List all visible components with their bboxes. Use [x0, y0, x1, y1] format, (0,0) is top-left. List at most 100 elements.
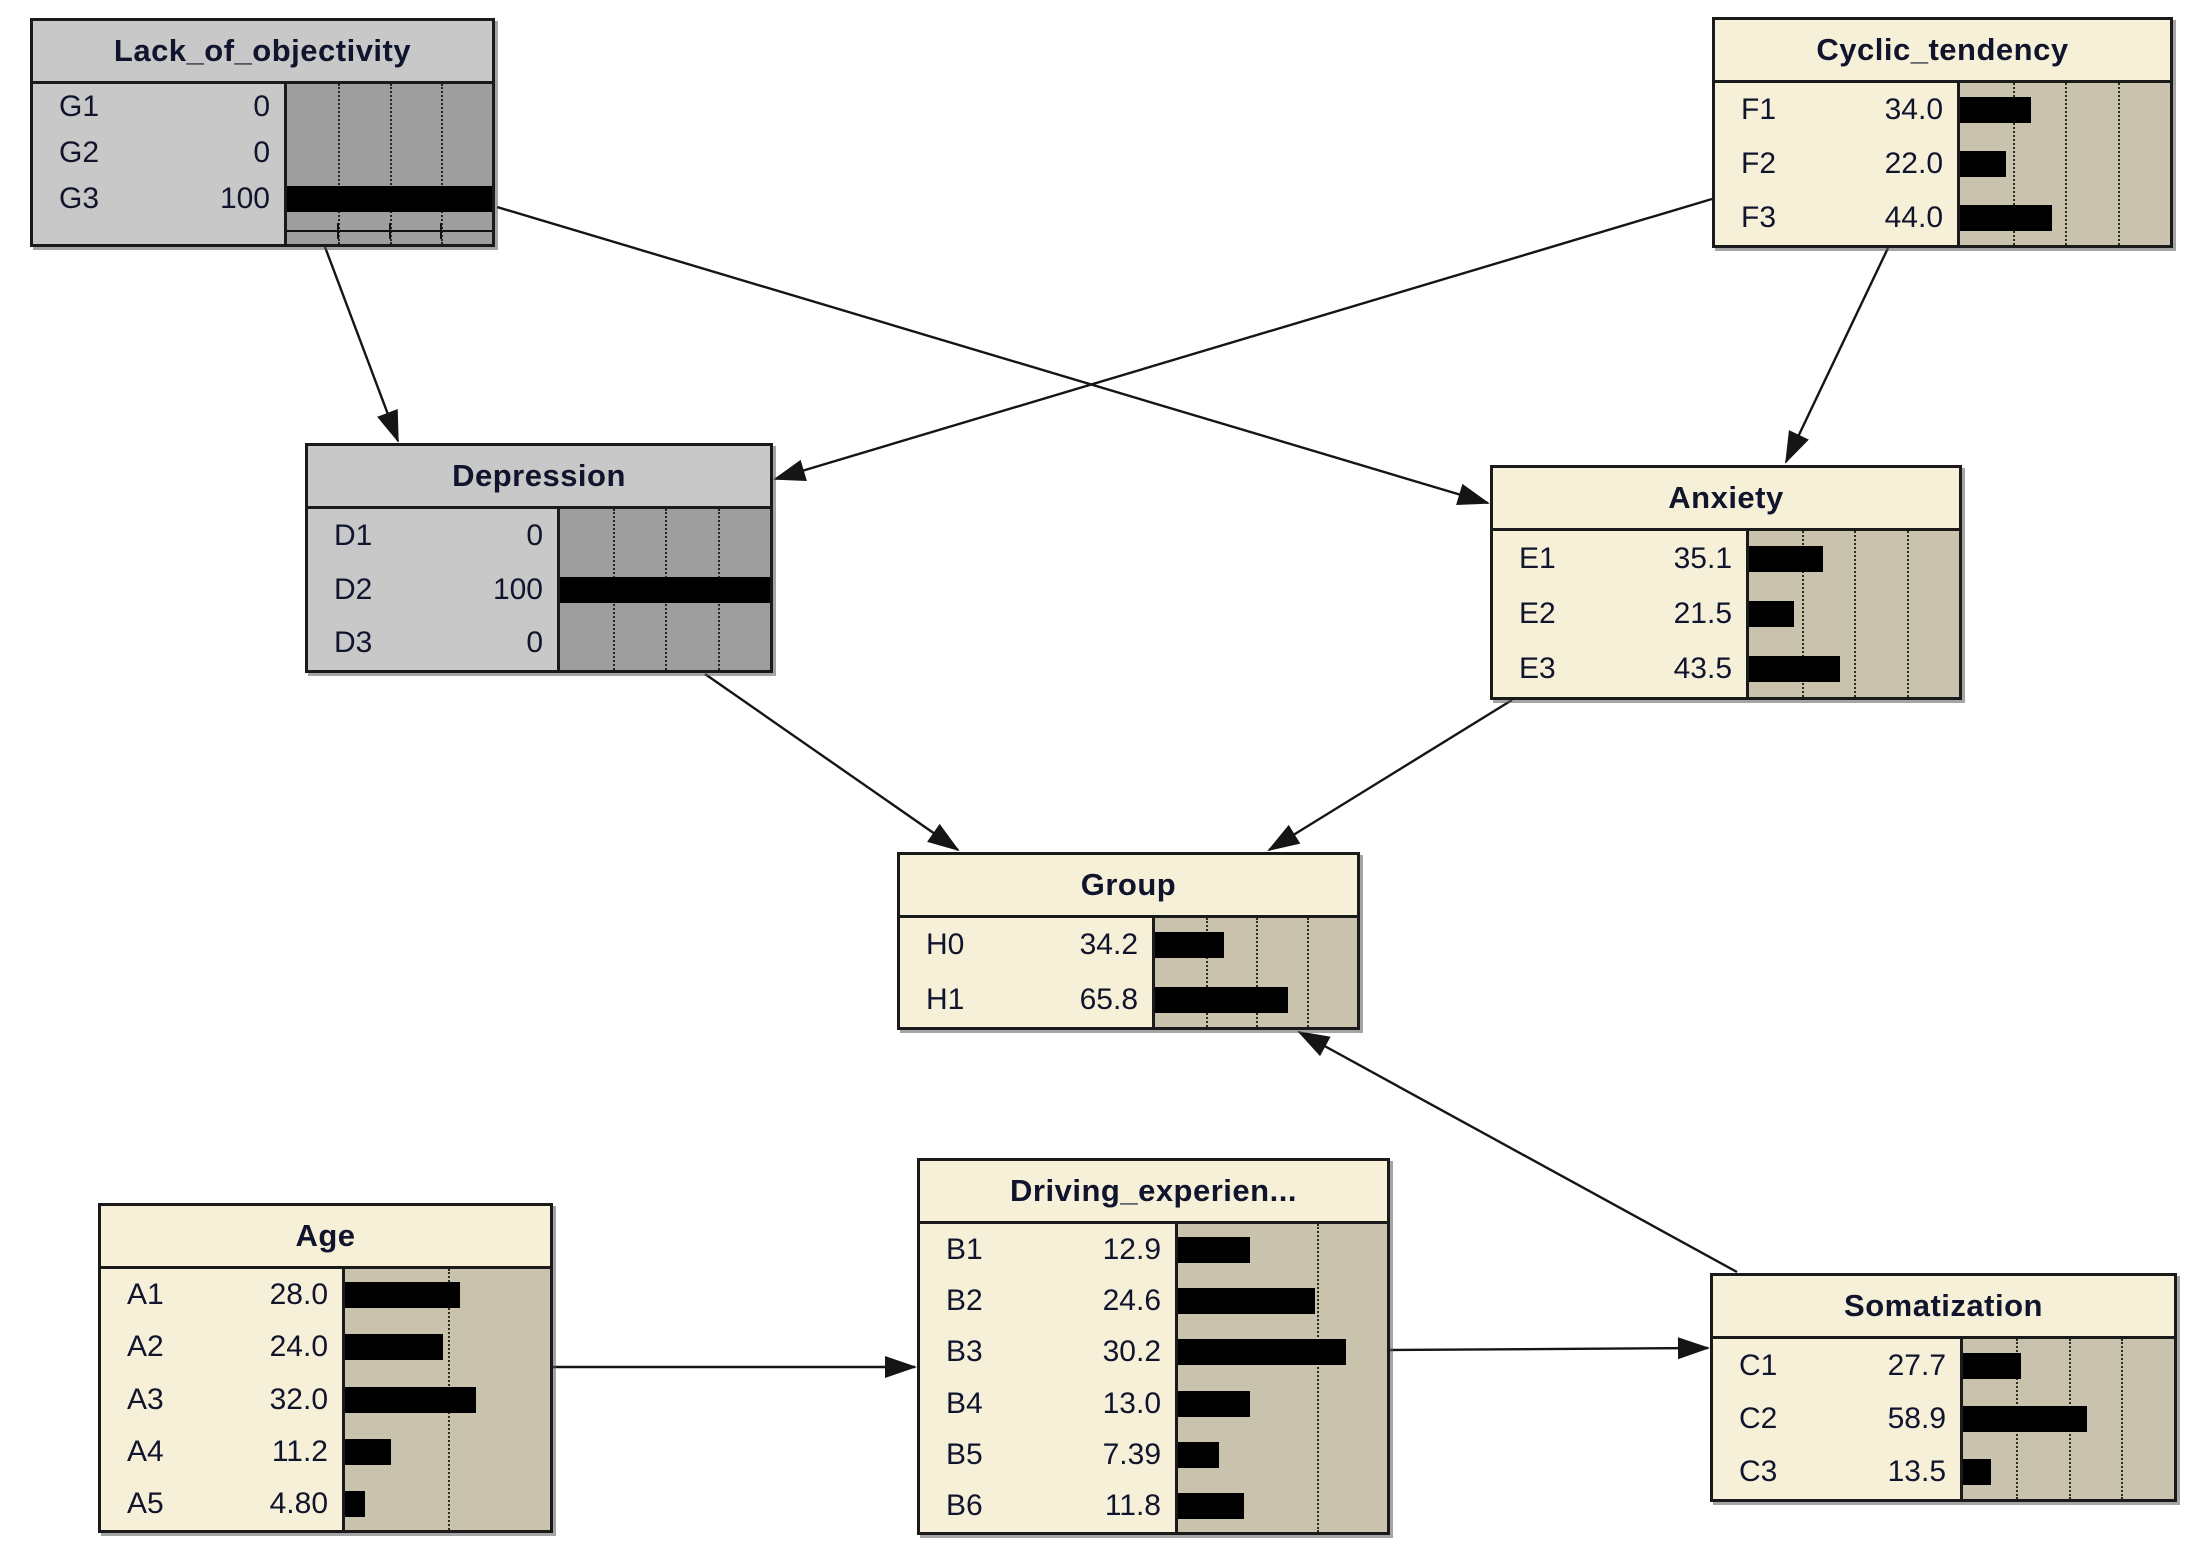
- state-label: A2: [127, 1330, 164, 1364]
- state-label: C3: [1739, 1455, 1778, 1489]
- state-row: E2 21.5: [1493, 586, 1746, 641]
- probability-bar-panel: [1749, 531, 1959, 697]
- state-probability-value: 12.9: [1102, 1232, 1161, 1266]
- state-probability-value: 0: [526, 626, 543, 660]
- node-title: Group: [900, 855, 1357, 918]
- state-probability-value: 24.6: [1102, 1283, 1161, 1317]
- state-label: E1: [1519, 541, 1556, 575]
- state-row: B1 12.9: [920, 1224, 1175, 1275]
- probability-bar: [345, 1386, 477, 1413]
- state-label: H1: [926, 982, 965, 1016]
- state-probability-value: 24.0: [269, 1330, 328, 1364]
- state-probability-value: 34.0: [1884, 93, 1943, 126]
- state-row: A2 24.0: [101, 1321, 342, 1373]
- state-row: F1 34.0: [1715, 83, 1957, 137]
- state-probability-value: 30.2: [1102, 1335, 1161, 1369]
- state-label: A1: [127, 1278, 164, 1312]
- gridline: [389, 84, 392, 244]
- gridline: [440, 84, 443, 244]
- state-label: E2: [1519, 596, 1556, 630]
- state-probability-value: 58.9: [1887, 1401, 1946, 1435]
- state-label: C2: [1739, 1401, 1778, 1435]
- state-probability-value: 100: [219, 182, 270, 215]
- state-probability-value: 7.39: [1102, 1437, 1161, 1471]
- state-row: C2 58.9: [1713, 1392, 1960, 1445]
- probability-bar: [1178, 1493, 1244, 1520]
- state-probability-value: 43.5: [1673, 652, 1732, 686]
- state-label: B5: [946, 1437, 983, 1471]
- probability-bar-panel: [560, 509, 770, 670]
- axis-tick: [439, 223, 442, 239]
- probability-bar: [1749, 601, 1795, 627]
- probability-bar: [1960, 151, 2007, 177]
- node-title: Anxiety: [1493, 468, 1959, 531]
- state-label: G2: [59, 136, 100, 169]
- probability-bar: [1749, 656, 1841, 683]
- probability-bar: [345, 1490, 365, 1517]
- node-title: Driving_experien...: [920, 1161, 1387, 1224]
- edge-arrow-lack_of_objectivity-to-depression: [323, 246, 400, 443]
- probability-bar: [1155, 986, 1288, 1013]
- gridline: [1801, 531, 1804, 697]
- state-probability-value: 22.0: [1884, 147, 1943, 180]
- gridline: [1854, 531, 1856, 697]
- probability-bar: [1178, 1288, 1316, 1314]
- state-probability-value: 21.5: [1673, 596, 1732, 630]
- state-label: E3: [1519, 652, 1556, 686]
- probability-bar: [345, 1282, 460, 1309]
- probability-bar-panel: [287, 84, 492, 244]
- gridline: [1256, 918, 1258, 1027]
- state-probability-value: 0: [526, 518, 543, 552]
- state-label: F1: [1741, 93, 1777, 126]
- state-probability-value: 13.0: [1102, 1386, 1161, 1420]
- node-title: Lack_of_objectivity: [33, 21, 492, 84]
- edge-arrow-depression-to-group: [704, 673, 960, 852]
- probability-bar: [560, 576, 770, 603]
- state-probability-value: 0: [253, 90, 270, 123]
- probability-bar: [1178, 1442, 1220, 1468]
- state-label: B4: [946, 1386, 983, 1420]
- probability-bar-panel: [1960, 83, 2170, 245]
- axis-tick: [388, 223, 391, 239]
- probability-bar: [345, 1334, 444, 1361]
- gridline: [1906, 531, 1909, 697]
- probability-bar-panel: [1178, 1224, 1387, 1532]
- gridline: [1317, 1224, 1320, 1532]
- probability-bar: [1178, 1236, 1250, 1263]
- state-row: B4 13.0: [920, 1378, 1175, 1429]
- state-label: G3: [59, 182, 100, 215]
- state-label: B1: [946, 1232, 983, 1266]
- probability-bar: [1178, 1390, 1251, 1417]
- state-label: B6: [946, 1489, 983, 1523]
- state-label: D1: [334, 518, 373, 552]
- edge-arrow-cyclic_tendency-to-depression: [773, 197, 1713, 481]
- gridline: [2117, 83, 2120, 245]
